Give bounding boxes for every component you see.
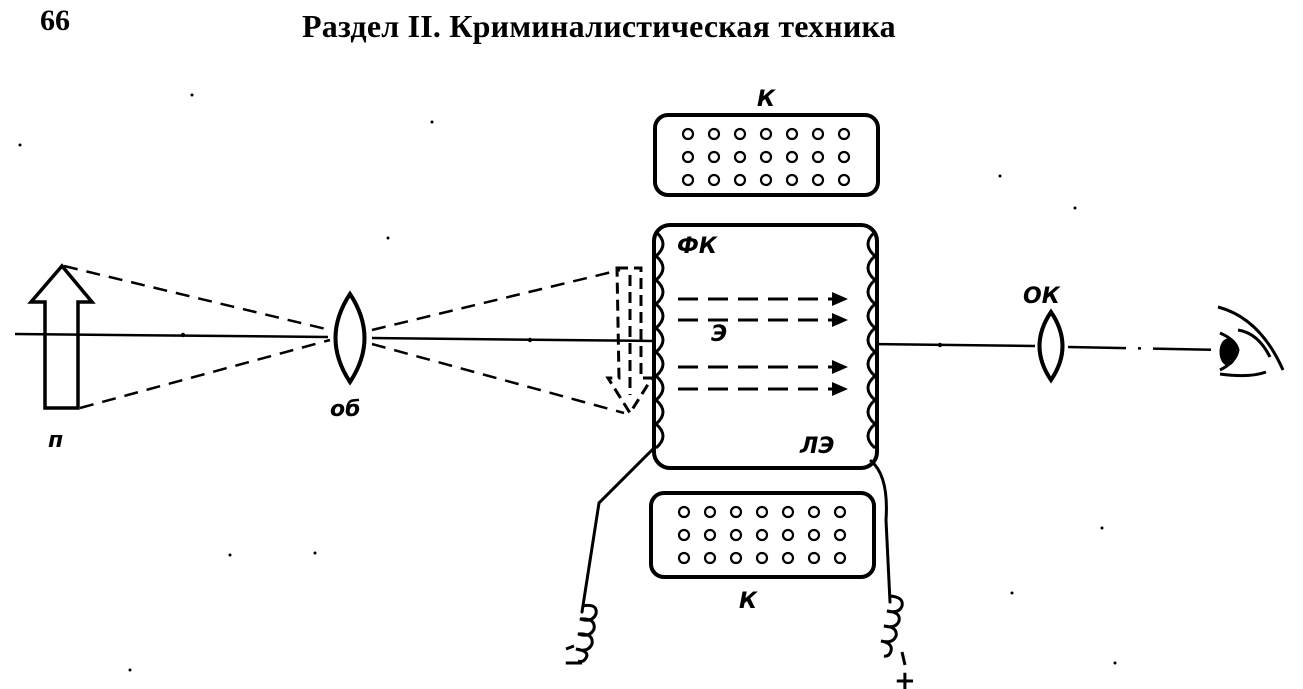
negative-terminal-coil [565, 603, 598, 664]
label-screen: ЛЭ [799, 434, 834, 459]
inverted-image-arrow [605, 266, 655, 416]
electron-flow-arrows [678, 292, 848, 396]
page-header-title: Раздел II. Криминалистическая техника [302, 8, 896, 44]
label-photocathode: ФК [677, 234, 718, 259]
objective-lens [333, 290, 367, 386]
label-coil-bottom: К [739, 589, 758, 614]
positive-terminal-coil [880, 594, 907, 666]
label-plus-terminal: + [894, 666, 916, 689]
page-number: 66 [40, 4, 70, 37]
power-leads [580, 446, 892, 614]
paper-specks [18, 93, 1117, 672]
eye-icon [1217, 305, 1285, 378]
label-object: п [48, 428, 63, 453]
label-electrons: Э [711, 322, 727, 347]
label-eyepiece: ОК [1023, 284, 1061, 309]
coil-block-bottom [649, 491, 876, 579]
photocathode [653, 230, 665, 450]
image-tube [652, 223, 879, 470]
ray-paths [63, 264, 625, 415]
label-minus-terminal: − [563, 648, 585, 678]
object-arrow [27, 263, 96, 410]
label-coil-top: К [757, 87, 776, 112]
luminescent-screen [866, 230, 878, 450]
coil-block-top [653, 113, 880, 197]
label-objective: об [330, 397, 360, 422]
eyepiece-lens [1037, 308, 1065, 384]
optical-axis [14, 332, 1226, 352]
